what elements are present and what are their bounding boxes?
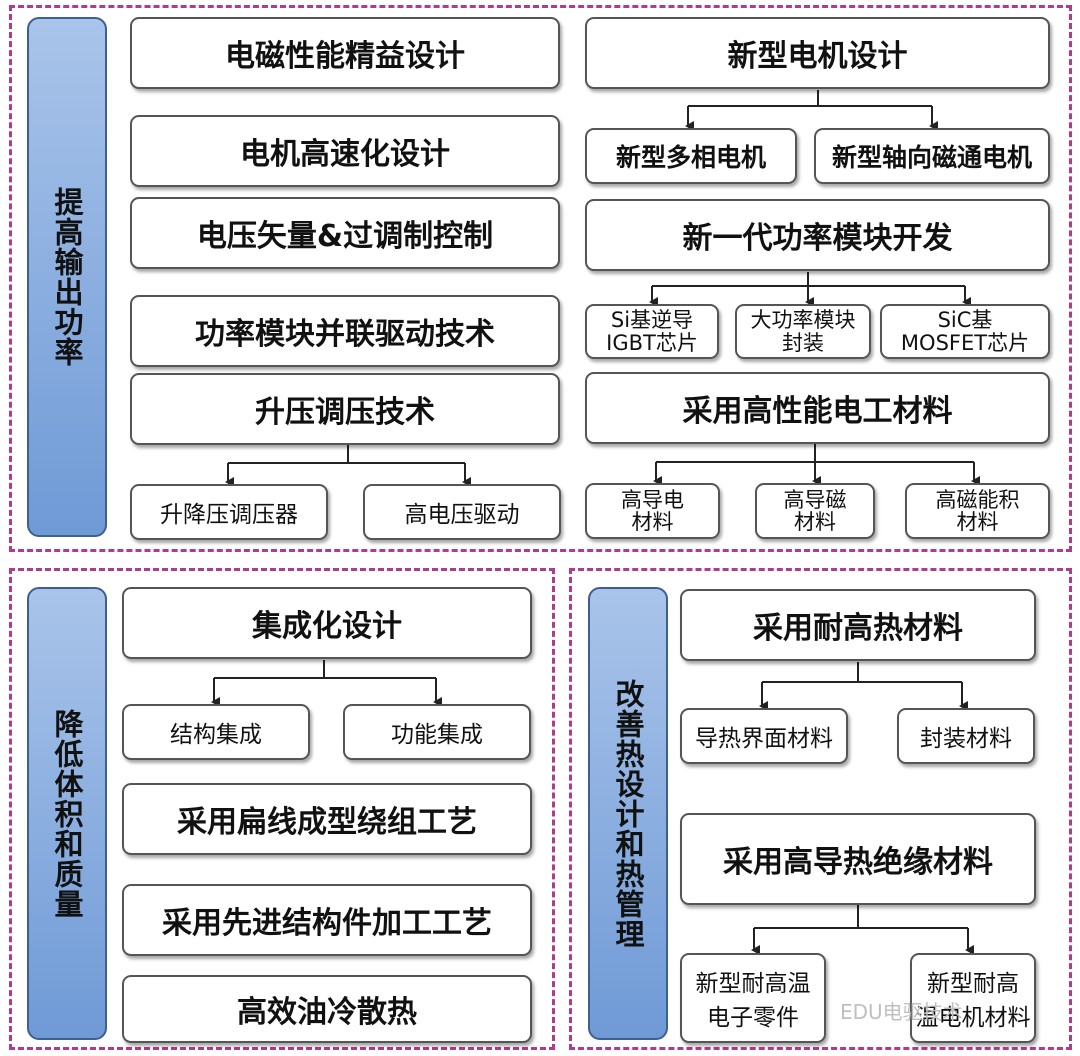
box-parallel-drive: 功率模块并联驱动技术 [130, 295, 560, 367]
box-heat-resistant-materials: 采用耐高热材料 [680, 589, 1036, 661]
side-label-volume-mass: 降低体积和质量 [27, 587, 107, 1040]
box-power-module-dev: 新一代功率模块开发 [585, 199, 1050, 271]
box-hairpin-winding: 采用扁线成型绕组工艺 [122, 783, 532, 855]
side-label-thermal: 改善热设计和热管理 [588, 587, 668, 1040]
box-multiphase-motor: 新型多相电机 [585, 128, 797, 184]
box-thermal-insulation: 采用高导热绝缘材料 [680, 813, 1036, 905]
box-integrated-design: 集成化设计 [122, 587, 532, 659]
region-reduce-volume-mass [9, 568, 555, 1050]
box-new-motor-design: 新型电机设计 [585, 17, 1050, 89]
watermark: EDU电驱技术 [840, 1000, 963, 1024]
box-thermal-interface: 导热界面材料 [680, 708, 848, 764]
box-em-lean-design: 电磁性能精益设计 [130, 17, 560, 89]
box-boost-regulation: 升压调压技术 [130, 373, 560, 445]
side-label-output-power: 提高输出功率 [27, 17, 107, 537]
box-high-temp-motor-materials: 新型耐高 温电机材料 [910, 953, 1036, 1043]
box-packaging-materials: 封装材料 [897, 708, 1035, 764]
box-structure-integration: 结构集成 [122, 704, 310, 760]
box-function-integration: 功能集成 [343, 704, 531, 760]
box-high-temp-electronics: 新型耐高温 电子零件 [680, 953, 826, 1043]
box-oil-cooling: 高效油冷散热 [122, 975, 532, 1043]
region-increase-output-power [9, 5, 1072, 552]
box-si-rc-igbt: Si基逆导 IGBT芯片 [585, 304, 719, 359]
box-high-speed-design: 电机高速化设计 [130, 115, 560, 187]
box-high-power-package: 大功率模块 封装 [735, 304, 871, 359]
box-high-conductivity: 高导电 材料 [585, 483, 720, 539]
box-high-perf-materials: 采用高性能电工材料 [585, 372, 1050, 444]
box-axial-flux-motor: 新型轴向磁通电机 [814, 128, 1050, 184]
box-high-voltage-drive: 高电压驱动 [363, 484, 561, 540]
box-high-energy-product: 高磁能积 材料 [905, 483, 1050, 539]
box-voltage-vector-control: 电压矢量&过调制控制 [130, 197, 560, 269]
box-high-permeability: 高导磁 材料 [755, 483, 875, 539]
box-advanced-machining: 采用先进结构件加工工艺 [122, 884, 532, 956]
box-sic-mosfet: SiC基 MOSFET芯片 [880, 304, 1050, 359]
region-thermal-management [569, 568, 1072, 1050]
box-buck-boost-regulator: 升降压调压器 [130, 484, 328, 540]
